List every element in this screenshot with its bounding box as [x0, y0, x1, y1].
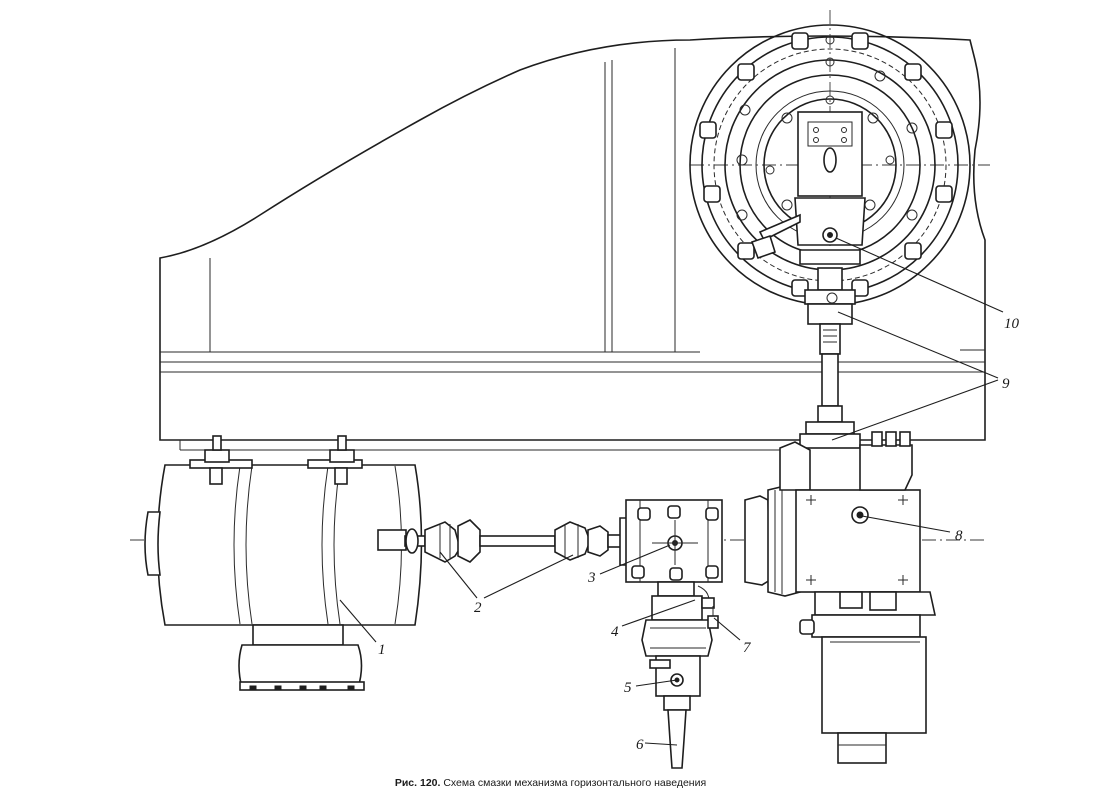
callouts: 1 2 3 4 5 6 7 8 9 10 [378, 316, 1020, 753]
figure-caption: Рис. 120. Схема смазки механизма горизон… [0, 777, 1101, 789]
callout-6: 6 [636, 737, 644, 753]
figure-title: Схема смазки механизма горизонтального н… [443, 777, 707, 789]
callout-4: 4 [611, 624, 619, 640]
ring-gear-assembly [689, 10, 990, 449]
callout-3: 3 [587, 570, 596, 586]
electric-motor [130, 435, 985, 691]
rim-bolts [699, 32, 953, 297]
callout-10: 10 [1004, 316, 1020, 332]
leader-lines [339, 237, 1004, 746]
mount-body [159, 35, 986, 451]
cardan-shaft [404, 519, 625, 563]
callout-7: 7 [743, 640, 752, 656]
callout-5: 5 [624, 680, 632, 696]
callout-2: 2 [474, 600, 482, 616]
figure-label: Рис. 120. [394, 777, 441, 789]
right-gearbox [744, 431, 936, 764]
callout-9: 9 [1002, 376, 1010, 392]
worm-gearbox [619, 499, 723, 769]
callout-8: 8 [955, 528, 963, 544]
callout-1: 1 [378, 642, 386, 658]
